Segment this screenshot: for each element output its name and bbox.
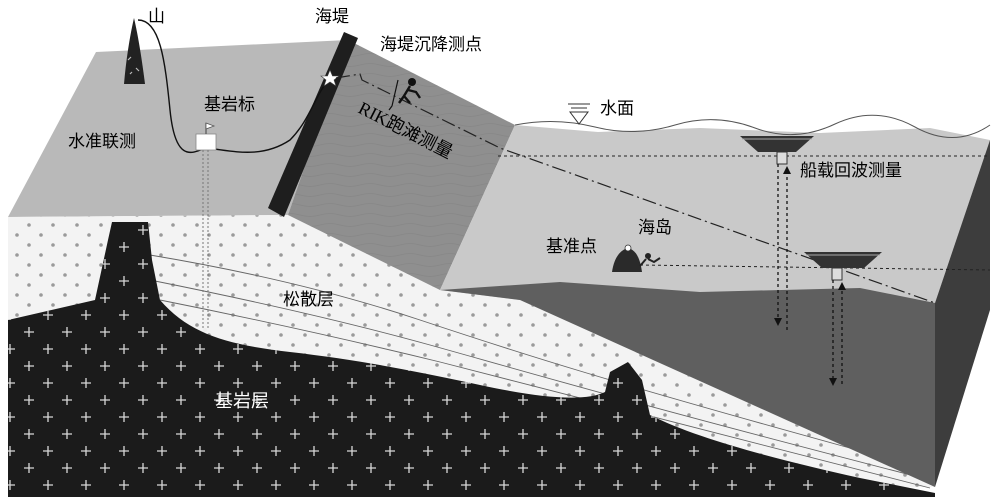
datum-point-label: 基准点 [546,237,597,257]
bedrock-marker-label: 基岩标 [204,95,255,115]
bedrock-layer-crosses [8,222,935,497]
shipborne-echo-survey-label: 船载回波测量 [800,161,902,181]
echo-arrow-up [783,166,791,174]
echo-arrow-up [838,282,846,290]
boat-icon [740,136,814,165]
boat-icon [804,252,882,281]
seabed-right-face [935,140,990,487]
water-surface-label: 水面 [600,99,634,119]
seawall-settlement-point-label: 海堤沉降测点 [380,35,482,55]
echo-arrow-down [829,378,837,386]
leveling-survey-label: 水准联测 [68,132,136,152]
echo-reference-line [639,264,991,271]
mountain-label: 山 [148,7,165,27]
flag-marker-icon [195,122,217,151]
strata-line [149,254,931,471]
seabed [440,282,935,487]
echo-arrow-down [774,318,782,326]
water-wave-line [514,114,991,138]
water-level-icon [568,103,590,125]
seawall-label: 海堤 [315,7,349,27]
seawall-slope-texture [288,40,515,290]
island-label: 海岛 [638,218,672,238]
rtk-survey-line [335,73,936,304]
star-marker-icon [320,69,340,87]
loose-layer-label: 松散层 [283,290,334,310]
island-icon [612,244,661,272]
strata-line [149,279,931,481]
bedrock-marker-anchor [203,328,207,332]
mountain-icon [124,18,145,84]
land-surface [8,40,348,217]
bedrock-layer-label: 基岩层 [215,391,269,412]
water-surface [440,125,990,303]
surveyor-icon [388,78,421,111]
